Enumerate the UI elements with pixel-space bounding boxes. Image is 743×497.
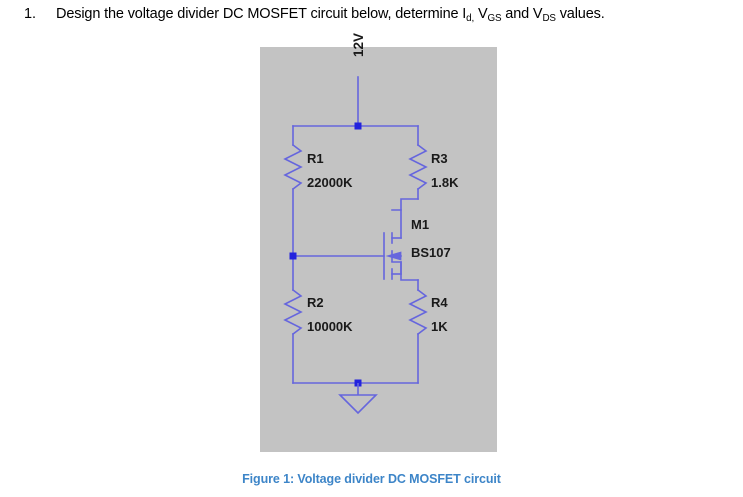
label-r2-ref: R2 xyxy=(307,295,324,310)
circuit-schematic xyxy=(283,76,428,415)
wire-source-to-r4 xyxy=(391,261,419,281)
question-lead: Design the voltage divider DC MOSFET cir… xyxy=(56,6,467,22)
label-m1-part: BS107 xyxy=(411,245,451,260)
label-m1-ref: M1 xyxy=(411,217,430,232)
label-r4-value: 1K xyxy=(431,319,448,334)
question-subscript-d: d, xyxy=(466,12,475,24)
label-r1-value: 22000K xyxy=(307,175,353,190)
mosfet-body-arrow-icon xyxy=(385,251,402,261)
question-subscript-ds: DS xyxy=(542,12,556,24)
node-supply-junction xyxy=(354,122,362,130)
question-block: 1. Design the voltage divider DC MOSFET … xyxy=(0,0,743,36)
node-gate-divider xyxy=(289,252,297,260)
label-r1-ref: R1 xyxy=(307,151,324,166)
resistor-r3-zigzag xyxy=(408,143,428,191)
label-r2-value: 10000K xyxy=(307,319,353,334)
ground-triangle-icon xyxy=(338,394,378,415)
resistor-r2-zigzag xyxy=(283,288,303,336)
figure-panel xyxy=(260,47,497,452)
question-number: 1. xyxy=(24,6,36,22)
question-mid-1: V xyxy=(474,6,488,22)
figure-caption: Figure 1: Voltage divider DC MOSFET circ… xyxy=(242,472,501,486)
label-r3-value: 1.8K xyxy=(431,175,459,190)
question-text: Design the voltage divider DC MOSFET cir… xyxy=(56,6,605,24)
wire-r3-to-drain xyxy=(391,198,419,211)
question-mid-2: and V xyxy=(501,6,543,22)
label-r3-ref: R3 xyxy=(431,151,448,166)
label-supply-voltage: 12V xyxy=(351,32,366,57)
question-subscript-gs: GS xyxy=(487,12,502,24)
label-r4-ref: R4 xyxy=(431,295,448,310)
resistor-r4-zigzag xyxy=(408,288,428,336)
question-tail: values. xyxy=(555,6,605,22)
resistor-r1-zigzag xyxy=(283,143,303,191)
